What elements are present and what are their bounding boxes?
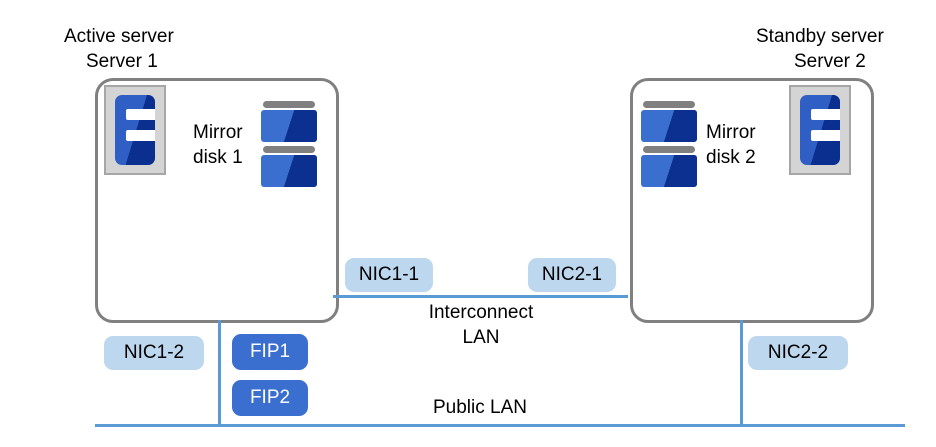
disk-unit: [641, 146, 697, 189]
disk-cap: [643, 101, 695, 108]
mirror-disk-icon: [641, 101, 697, 187]
interconnect-lan-label-line1: Interconnect: [428, 302, 534, 323]
disk-cap: [263, 101, 315, 108]
left-server-public-lan-drop-line: [218, 320, 221, 427]
disk-unit: [261, 146, 317, 189]
server-computer-icon: [104, 85, 166, 175]
mirror-disk-icon: [261, 101, 317, 187]
disk-cap: [643, 146, 695, 153]
disk-body: [261, 110, 317, 142]
nic-chip-nic2-1[interactable]: NIC2-1: [528, 258, 616, 292]
interconnect-lan-label-line2: LAN: [462, 327, 500, 348]
disk-cap: [263, 146, 315, 153]
server-icon-body: [800, 95, 840, 165]
left-server-name-label: Server 1: [86, 51, 158, 72]
disk-body: [261, 155, 317, 187]
server-icon-bar: [126, 109, 155, 120]
disk-body: [641, 110, 697, 142]
server-computer-icon: [789, 85, 851, 175]
nic-chip-nic1-2[interactable]: NIC1-2: [104, 336, 204, 370]
disk-body: [641, 155, 697, 187]
server-icon-bar: [811, 109, 840, 120]
right-server-public-lan-drop-line: [740, 320, 743, 427]
server-icon-bar: [126, 130, 155, 141]
disk-unit: [261, 101, 317, 144]
right-mirror-disk-label-line2: disk 2: [706, 147, 756, 168]
left-mirror-disk-label-line1: Mirror: [193, 122, 243, 143]
right-mirror-disk-label-line1: Mirror: [706, 122, 756, 143]
left-server-role-label: Active server: [64, 26, 174, 47]
nic-chip-nic1-1[interactable]: NIC1-1: [345, 258, 433, 292]
fip-chip-fip1[interactable]: FIP1: [232, 334, 308, 370]
server-icon-body: [115, 95, 155, 165]
right-server-role-label: Standby server: [756, 26, 884, 47]
left-mirror-disk-label-line2: disk 1: [193, 147, 243, 168]
public-lan-line: [95, 424, 905, 427]
disk-unit: [641, 101, 697, 144]
public-lan-label: Public LAN: [433, 397, 527, 418]
server-icon-bar: [811, 130, 840, 141]
interconnect-lan-line: [333, 295, 628, 298]
right-server-name-label: Server 2: [794, 51, 866, 72]
nic-chip-nic2-2[interactable]: NIC2-2: [748, 336, 848, 370]
fip-chip-fip2[interactable]: FIP2: [232, 380, 308, 416]
